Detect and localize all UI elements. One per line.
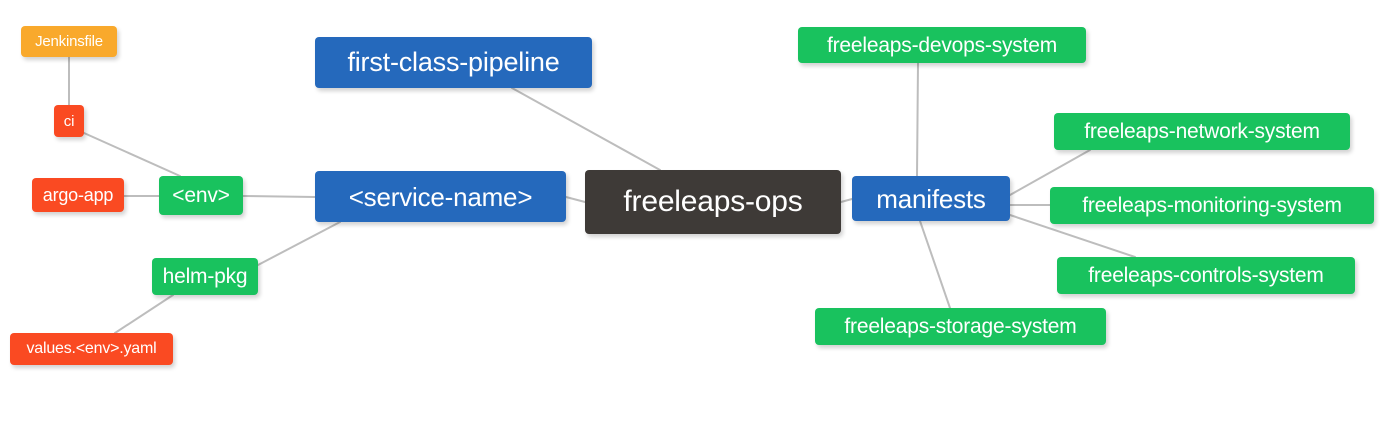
edge-env-to-ci xyxy=(83,132,181,177)
node-label-first-class-pipeline: first-class-pipeline xyxy=(347,47,560,77)
node-helm-pkg[interactable]: helm-pkg xyxy=(152,258,258,295)
node-values-yaml[interactable]: values.<env>.yaml xyxy=(10,333,173,365)
node-freeleaps-network-system[interactable]: freeleaps-network-system xyxy=(1054,113,1350,150)
node-label-helm-pkg: helm-pkg xyxy=(162,265,248,288)
node-label-service-name: <service-name> xyxy=(348,181,533,212)
edge-manifests-to-freeleaps-devops-system xyxy=(916,62,919,177)
edge-freeleaps-ops-to-first-class-pipeline xyxy=(511,87,661,171)
node-ci[interactable]: ci xyxy=(54,105,84,137)
node-freeleaps-devops-system[interactable]: freeleaps-devops-system xyxy=(798,27,1086,63)
node-service-name[interactable]: <service-name> xyxy=(315,171,566,222)
node-label-freeleaps-network-system: freeleaps-network-system xyxy=(1084,120,1320,143)
edge-freeleaps-ops-to-manifests xyxy=(840,198,853,203)
edge-helm-pkg-to-values-yaml xyxy=(114,294,174,334)
node-env[interactable]: <env> xyxy=(159,176,243,215)
node-label-freeleaps-devops-system: freeleaps-devops-system xyxy=(827,33,1057,57)
edge-service-name-to-env xyxy=(242,195,316,198)
node-manifests[interactable]: manifests xyxy=(852,176,1010,221)
node-label-freeleaps-monitoring-system: freeleaps-monitoring-system xyxy=(1082,194,1342,217)
node-label-freeleaps-storage-system: freeleaps-storage-system xyxy=(844,315,1077,338)
node-label-freeleaps-controls-system: freeleaps-controls-system xyxy=(1088,264,1324,287)
node-jenkinsfile[interactable]: Jenkinsfile xyxy=(21,26,117,57)
node-label-values-yaml: values.<env>.yaml xyxy=(26,340,157,357)
node-freeleaps-controls-system[interactable]: freeleaps-controls-system xyxy=(1057,257,1355,294)
node-label-env: <env> xyxy=(172,184,230,207)
edge-freeleaps-ops-to-service-name xyxy=(565,196,586,203)
node-label-jenkinsfile: Jenkinsfile xyxy=(35,33,103,50)
edge-manifests-to-freeleaps-controls-system xyxy=(1009,214,1136,258)
node-freeleaps-ops[interactable]: freeleaps-ops xyxy=(585,170,841,234)
node-freeleaps-monitoring-system[interactable]: freeleaps-monitoring-system xyxy=(1050,187,1374,224)
edge-manifests-to-freeleaps-storage-system xyxy=(919,220,951,309)
node-label-argo-app: argo-app xyxy=(42,185,114,205)
node-argo-app[interactable]: argo-app xyxy=(32,178,124,212)
node-label-ci: ci xyxy=(63,112,75,130)
edge-service-name-to-helm-pkg xyxy=(257,221,341,266)
edge-manifests-to-freeleaps-network-system xyxy=(1009,149,1091,196)
node-first-class-pipeline[interactable]: first-class-pipeline xyxy=(315,37,592,88)
node-label-freeleaps-ops: freeleaps-ops xyxy=(623,185,803,218)
node-freeleaps-storage-system[interactable]: freeleaps-storage-system xyxy=(815,308,1106,345)
node-label-manifests: manifests xyxy=(876,183,986,214)
